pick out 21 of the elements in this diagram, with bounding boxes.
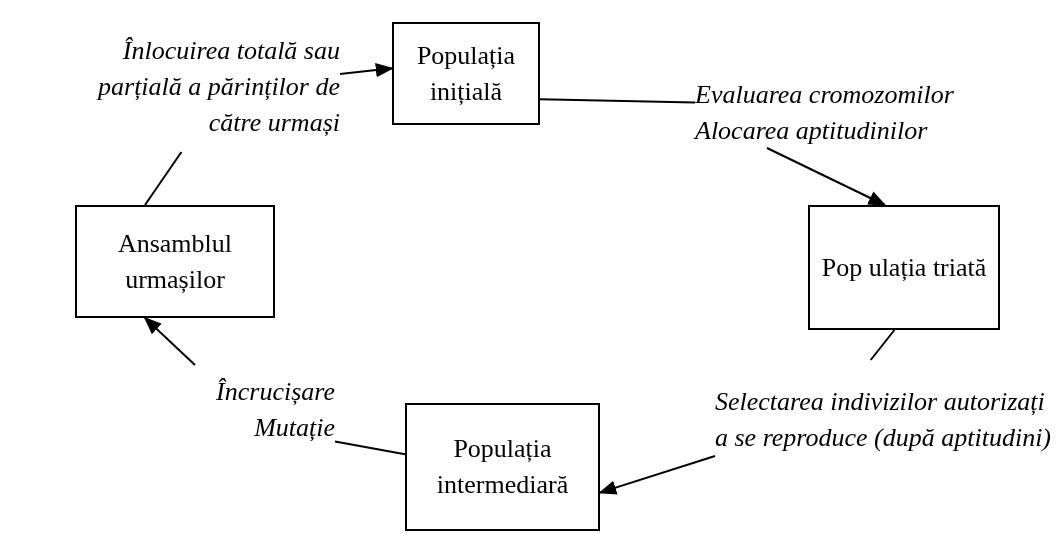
- process-box: [75, 205, 275, 318]
- arrow: [766, 147, 887, 206]
- annotation-text: Mutație: [253, 412, 335, 444]
- box-label: Ansamblul urmașilor: [116, 227, 234, 296]
- connector-line: [334, 440, 406, 456]
- connector-line: [869, 329, 896, 361]
- annotation-text: Alocarea aptitudinilor: [695, 115, 929, 147]
- connector-line: [144, 151, 183, 206]
- annotation-text: Încrucișare: [215, 376, 335, 408]
- arrow: [143, 316, 196, 366]
- annotation-text: Înlocuirea totală sau parțială a părinților de către urmași: [96, 35, 340, 139]
- connector-line: [539, 98, 696, 104]
- process-box: [808, 205, 1000, 330]
- process-box: [392, 22, 540, 125]
- box-label: Pop ulația triată: [820, 251, 988, 284]
- annotation-text: Evaluarea cromozomilor: [695, 79, 955, 111]
- box-label: Populația intermediară: [435, 433, 570, 501]
- box-label: Populația inițială: [415, 39, 517, 108]
- process-box: [405, 403, 600, 531]
- arrow: [339, 62, 394, 78]
- annotation-text: Selectarea indivizilor autorizați a se reproduce (după aptitudini): [715, 386, 1053, 454]
